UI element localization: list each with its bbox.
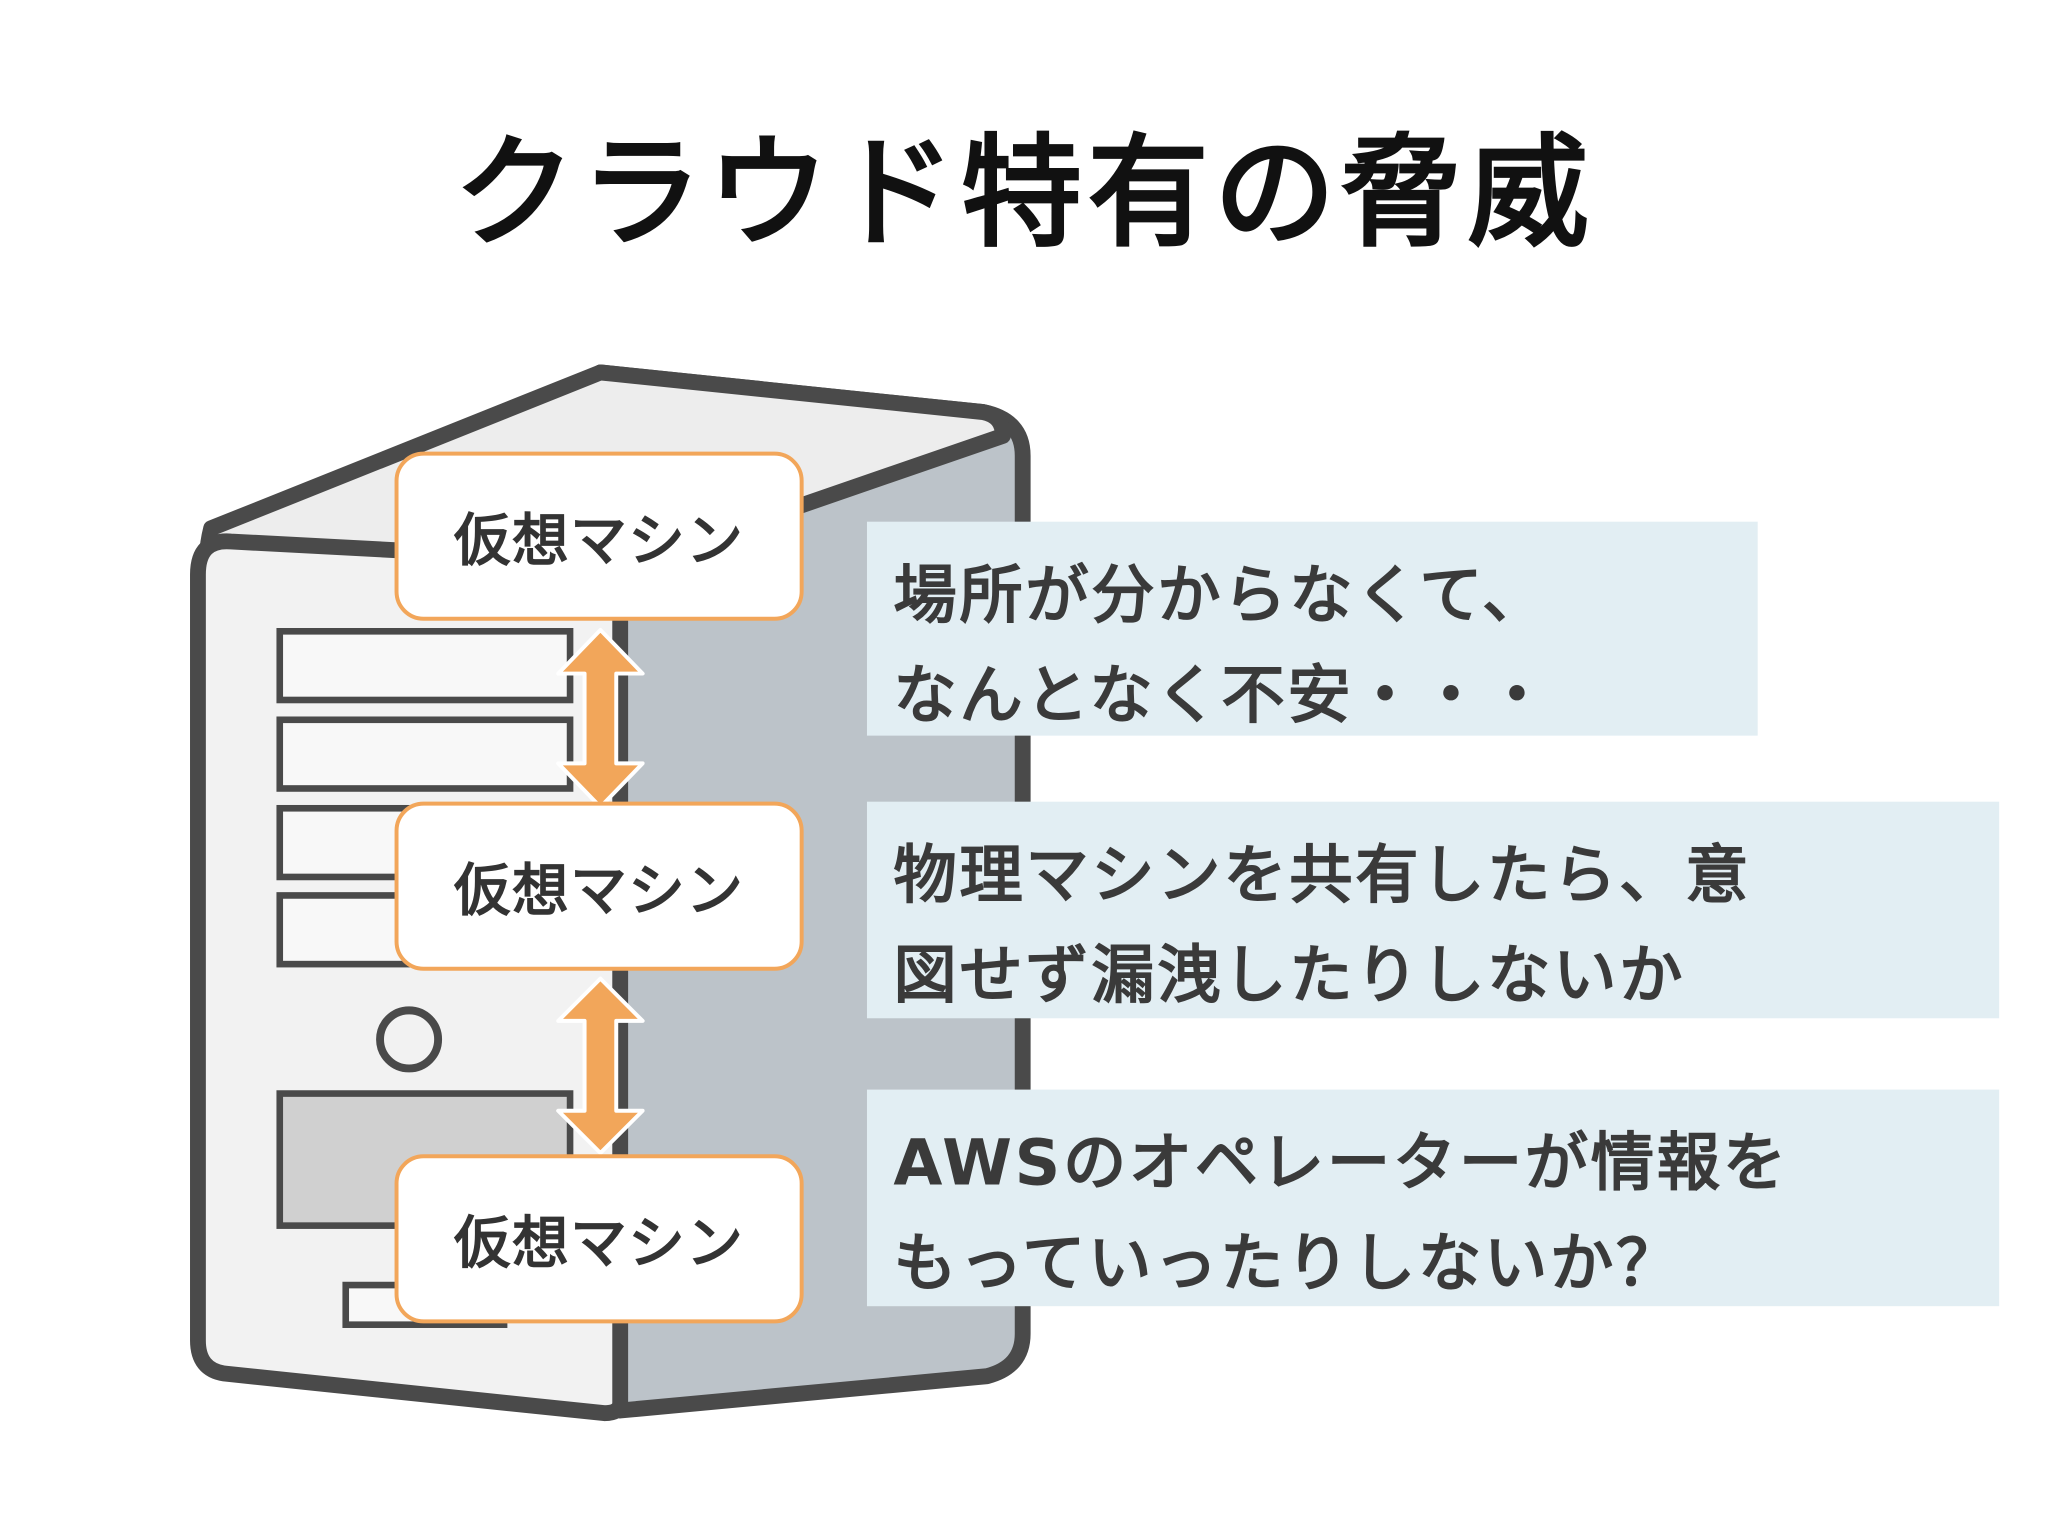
double-arrow-icon xyxy=(556,628,645,809)
power-button-icon xyxy=(376,1006,443,1073)
double-arrow-icon xyxy=(556,976,645,1155)
drive-bay xyxy=(276,716,574,792)
concern-note-shared-machine: 物理マシンを共有したら、意 図せず漏洩したりしないか xyxy=(866,801,2000,1019)
concern-note-location: 場所が分からなくて、 なんとなく不安・・・ xyxy=(866,521,1758,736)
page-title: クラウド特有の脅威 xyxy=(453,122,1595,265)
virtual-machine-box: 仮想マシン xyxy=(394,801,804,971)
drive-bay xyxy=(276,628,574,704)
virtual-machine-box: 仮想マシン xyxy=(394,1154,804,1324)
concern-note-operator: AWSのオペレーターが情報を もっていったりしないか？ xyxy=(866,1089,2000,1307)
virtual-machine-box: 仮想マシン xyxy=(394,451,804,621)
